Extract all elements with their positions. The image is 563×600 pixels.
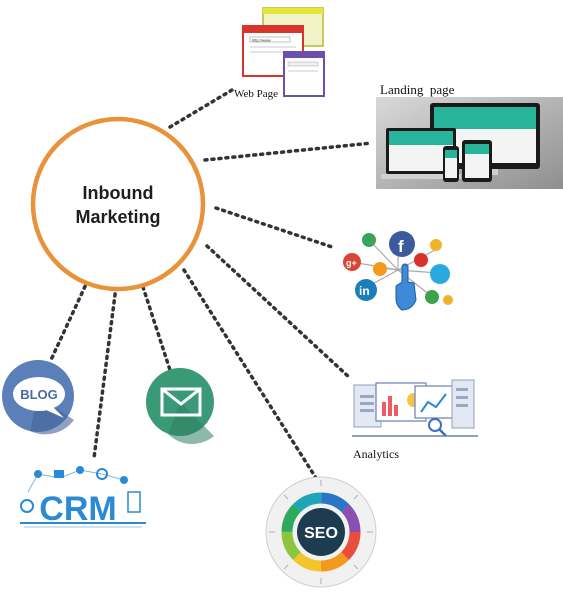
crm-node: CRM xyxy=(20,466,146,528)
center-title-line2: Marketing xyxy=(75,207,160,227)
connector-crm xyxy=(92,285,118,460)
blog-speech-bubble-icon: BLOG xyxy=(2,360,74,435)
twitter-icon xyxy=(430,264,450,284)
google-plus-icon xyxy=(343,253,361,271)
svg-text:g+: g+ xyxy=(346,258,357,268)
email-envelope-icon xyxy=(146,368,214,445)
linkedin-icon xyxy=(355,279,377,301)
seo-label: SEO xyxy=(304,525,338,542)
connector-blog xyxy=(48,278,90,364)
center-node: Inbound Marketing xyxy=(30,116,206,292)
chat-icon xyxy=(430,239,442,251)
responsive-devices-icon xyxy=(376,97,563,189)
center-ring xyxy=(30,116,206,292)
crm-network-icon: CRM xyxy=(20,466,146,528)
social-media-node: f g+ in xyxy=(343,231,453,311)
seo-wheel-icon: SEO xyxy=(265,476,377,588)
blog-label: BLOG xyxy=(20,387,58,402)
share-icon xyxy=(425,290,439,304)
center-title-line1: Inbound xyxy=(83,183,154,203)
rss-icon xyxy=(373,262,387,276)
social-network-icon: f g+ in xyxy=(343,231,453,311)
connector-web-page xyxy=(168,88,234,129)
landing-page-node: Landing page xyxy=(376,82,563,189)
analytics-dashboard-icon xyxy=(352,379,478,437)
web-page-node: http://www Web Page xyxy=(234,7,325,100)
at-icon xyxy=(443,295,453,305)
svg-text:in: in xyxy=(359,284,370,298)
svg-text:f: f xyxy=(398,237,404,256)
web-page-label: Web Page xyxy=(234,88,278,100)
connector-seo xyxy=(182,268,318,480)
connector-landing-page xyxy=(203,141,374,162)
web-url-text: http://www xyxy=(252,38,271,43)
analytics-label: Analytics xyxy=(353,447,399,461)
connector-social-media xyxy=(214,206,337,250)
landing-page-label: Landing page xyxy=(380,82,455,97)
connector-email xyxy=(141,285,172,372)
seo-core xyxy=(297,508,345,556)
youtube-icon xyxy=(414,253,428,267)
connector-analytics xyxy=(205,244,352,380)
email-node xyxy=(146,368,214,445)
browser-windows-icon: http://www xyxy=(242,7,325,97)
seo-segment-ring xyxy=(281,492,361,572)
hand-pointer-icon xyxy=(395,263,417,311)
facebook-icon xyxy=(389,231,415,257)
crm-label: CRM xyxy=(39,490,116,528)
blog-node: BLOG xyxy=(2,360,74,435)
connectors xyxy=(48,88,374,480)
analytics-node: Analytics xyxy=(352,379,478,461)
email-social-icon xyxy=(362,233,376,247)
seo-node: SEO xyxy=(265,476,377,588)
seo-tick-marks xyxy=(269,480,373,584)
